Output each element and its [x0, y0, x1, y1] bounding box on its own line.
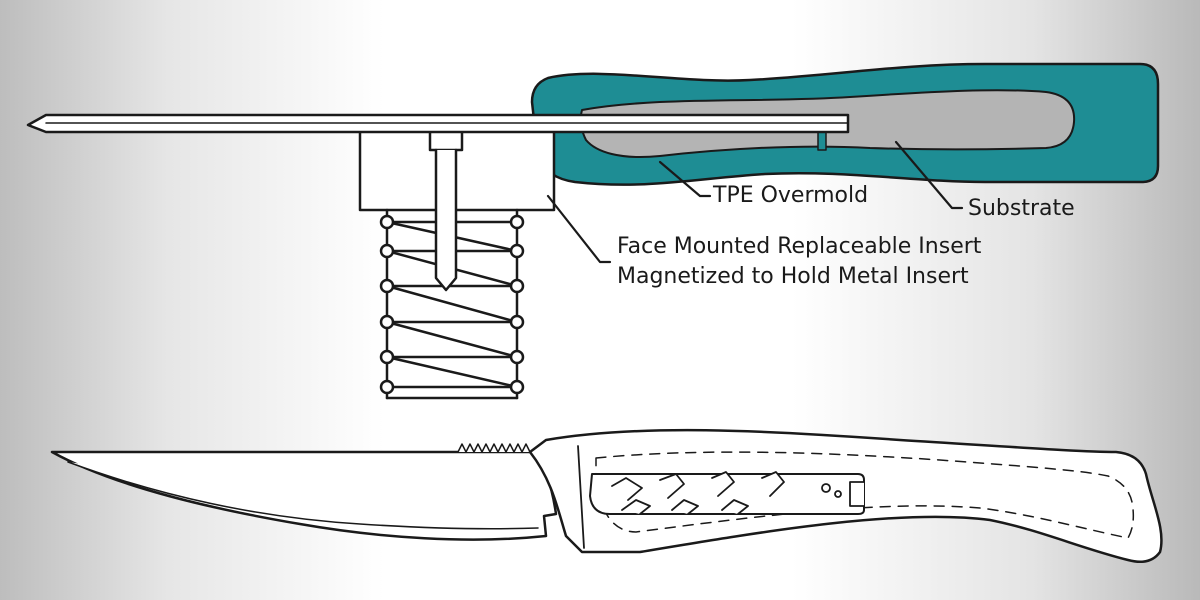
- compression-spring: [379, 208, 525, 400]
- leader-line-substrate: [894, 140, 964, 210]
- label-insert: Face Mounted Replaceable Insert Magnetiz…: [617, 232, 981, 292]
- knife-blade-bevel: [67, 461, 539, 530]
- knife-tang: [589, 473, 865, 515]
- knife-illustration: [50, 428, 1163, 563]
- leader-line-insert: [546, 194, 612, 264]
- magnetized-pin: [428, 128, 464, 292]
- label-tpe-overmold: TPE Overmold: [713, 183, 869, 208]
- label-substrate: Substrate: [968, 196, 1075, 221]
- label-insert-line2: Magnetized to Hold Metal Insert: [617, 264, 969, 289]
- knife-serration: [457, 443, 531, 453]
- leader-line-tpe: [658, 160, 712, 198]
- label-insert-line1: Face Mounted Replaceable Insert: [617, 234, 982, 259]
